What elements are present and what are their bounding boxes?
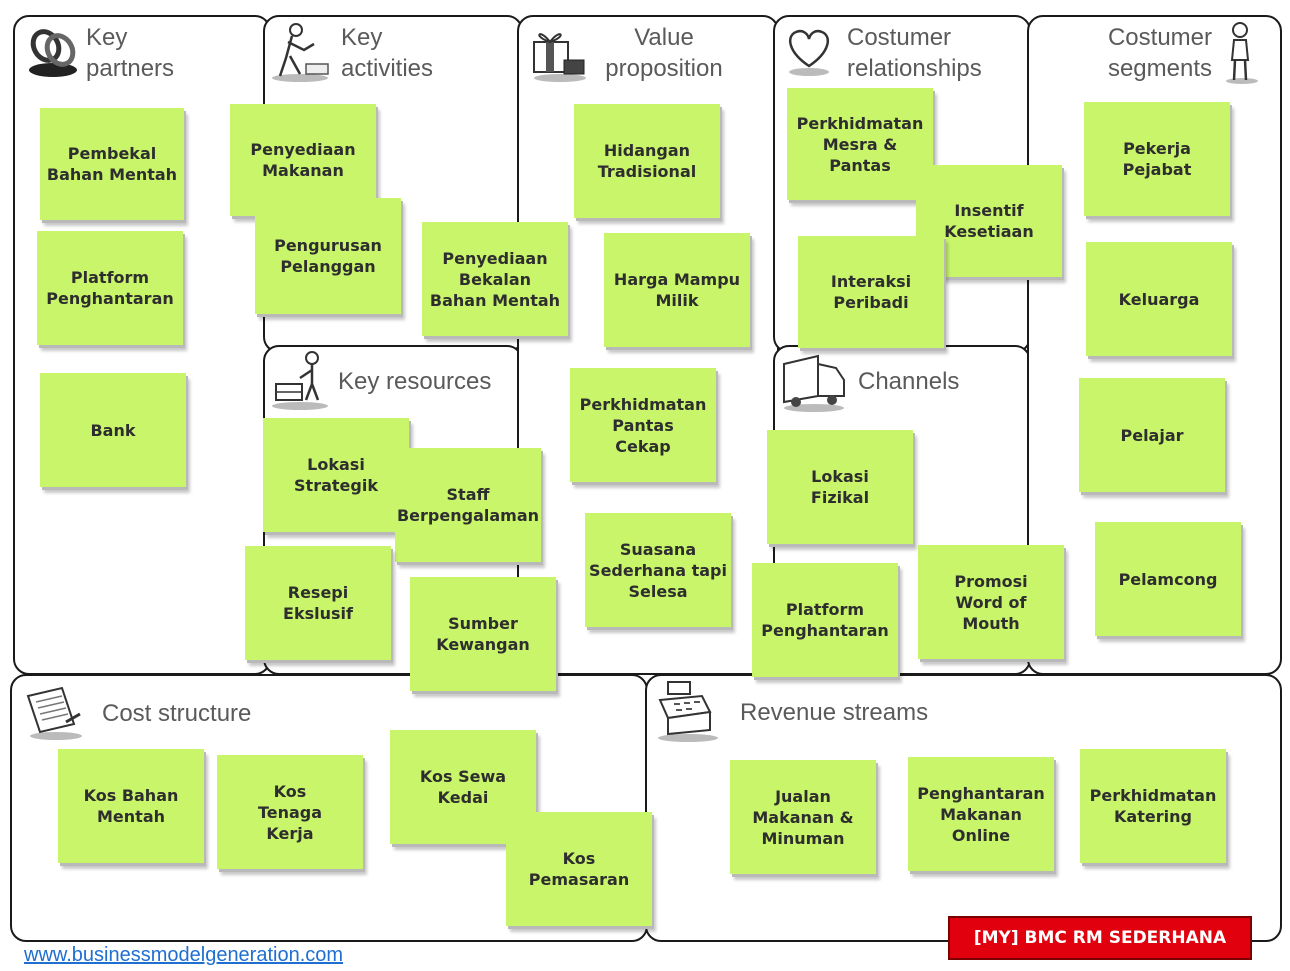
sticky-note-revenue-stream[interactable]: Jualan Makanan & Minuman: [730, 760, 876, 874]
sticky-note-cost[interactable]: Kos Tenaga Kerja: [217, 755, 363, 869]
forklift-icon: [272, 351, 328, 410]
channels-title: Channels: [858, 368, 960, 395]
sticky-note-customer-segment[interactable]: Pekerja Pejabat: [1084, 102, 1230, 216]
sticky-note-key-resource[interactable]: Lokasi Strategik: [263, 418, 409, 532]
sticky-note-key-partner[interactable]: Pembekal Bahan Mentah: [40, 108, 184, 220]
sticky-note-customer-segment[interactable]: Keluarga: [1086, 242, 1232, 356]
key-activities-title-line2: activities: [341, 55, 434, 82]
sticky-note-key-activity[interactable]: Penyediaan Makanan: [230, 104, 376, 216]
worker-icon: [272, 23, 329, 82]
person-icon: [1226, 22, 1258, 84]
customer-relationships-title-line1: Costumer: [847, 24, 952, 51]
sticky-note-cost[interactable]: Kos Bahan Mentah: [58, 749, 204, 863]
sticky-note-customer-relationship[interactable]: Interaksi Peribadi: [798, 236, 944, 348]
sticky-note-revenue-stream[interactable]: Perkhidmatan Katering: [1080, 749, 1226, 863]
key-partners-title-line2: partners: [86, 55, 175, 82]
sticky-note-customer-segment[interactable]: Pelamcong: [1095, 522, 1241, 636]
title-badge: [MY] BMC RM SEDERHANA: [948, 916, 1252, 960]
heart-icon: [788, 29, 830, 76]
sticky-note-key-resource[interactable]: Staff Berpengalaman: [395, 448, 541, 562]
customer-relationships-title: Costumer relationships: [847, 22, 982, 84]
sticky-note-key-partner[interactable]: Platform Penghantaran: [37, 231, 183, 345]
document-icon: [26, 686, 82, 740]
sticky-note-key-activity[interactable]: Pengurusan Pelanggan: [255, 198, 401, 314]
value-proposition-title: Value proposition: [596, 22, 732, 84]
revenue-streams-title: Revenue streams: [740, 699, 929, 726]
key-activities-title-line1: Key: [341, 24, 383, 51]
sticky-note-key-activity[interactable]: Penyediaan Bekalan Bahan Mentah: [422, 222, 568, 336]
truck-icon: [783, 354, 845, 412]
sticky-note-customer-relationship[interactable]: Perkhidmatan Mesra & Pantas: [787, 88, 933, 200]
value-proposition-title-line1: Value: [634, 24, 694, 51]
key-partners-title-line1: Key: [86, 24, 128, 51]
sticky-note-value-proposition[interactable]: Hidangan Tradisional: [574, 104, 720, 218]
key-resources-title: Key resources: [338, 368, 492, 395]
customer-relationships-title-line2: relationships: [847, 55, 982, 82]
sticky-note-revenue-stream[interactable]: Penghantaran Makanan Online: [908, 757, 1054, 871]
sticky-note-channel[interactable]: Platform Penghantaran: [752, 563, 898, 677]
sticky-note-value-proposition[interactable]: Harga Mampu Milik: [604, 233, 750, 347]
sticky-note-key-partner[interactable]: Bank: [40, 373, 186, 487]
sticky-note-cost[interactable]: Kos Sewa Kedai: [390, 730, 536, 844]
cash-register-icon: [658, 681, 718, 742]
sticky-note-channel[interactable]: Lokasi Fizikal: [767, 430, 913, 544]
cost-structure-title: Cost structure: [102, 700, 252, 727]
sticky-note-key-resource[interactable]: Sumber Kewangan: [410, 577, 556, 691]
key-activities-title: Key activities: [341, 22, 433, 84]
sticky-note-channel[interactable]: Promosi Word of Mouth: [918, 545, 1064, 659]
sticky-note-customer-segment[interactable]: Pelajar: [1079, 378, 1225, 492]
sticky-note-value-proposition[interactable]: Suasana Sederhana tapi Selesa: [585, 513, 731, 627]
value-proposition-title-line2: proposition: [605, 55, 723, 82]
key-partners-title: Key partners: [86, 22, 174, 84]
sticky-note-cost[interactable]: Kos Pemasaran: [506, 812, 652, 926]
customer-segments-title-line1: Costumer: [1107, 24, 1212, 51]
customer-segments-title: Costumer segments: [1070, 22, 1212, 84]
sticky-note-value-proposition[interactable]: Perkhidmatan Pantas Cekap: [570, 368, 716, 482]
source-link[interactable]: www.businessmodelgeneration.com: [24, 944, 344, 966]
sticky-note-key-resource[interactable]: Resepi Ekslusif: [245, 546, 391, 660]
gift-icon: [533, 33, 586, 82]
customer-segments-title-line2: segments: [1107, 55, 1212, 82]
chain-icon: [29, 29, 77, 77]
